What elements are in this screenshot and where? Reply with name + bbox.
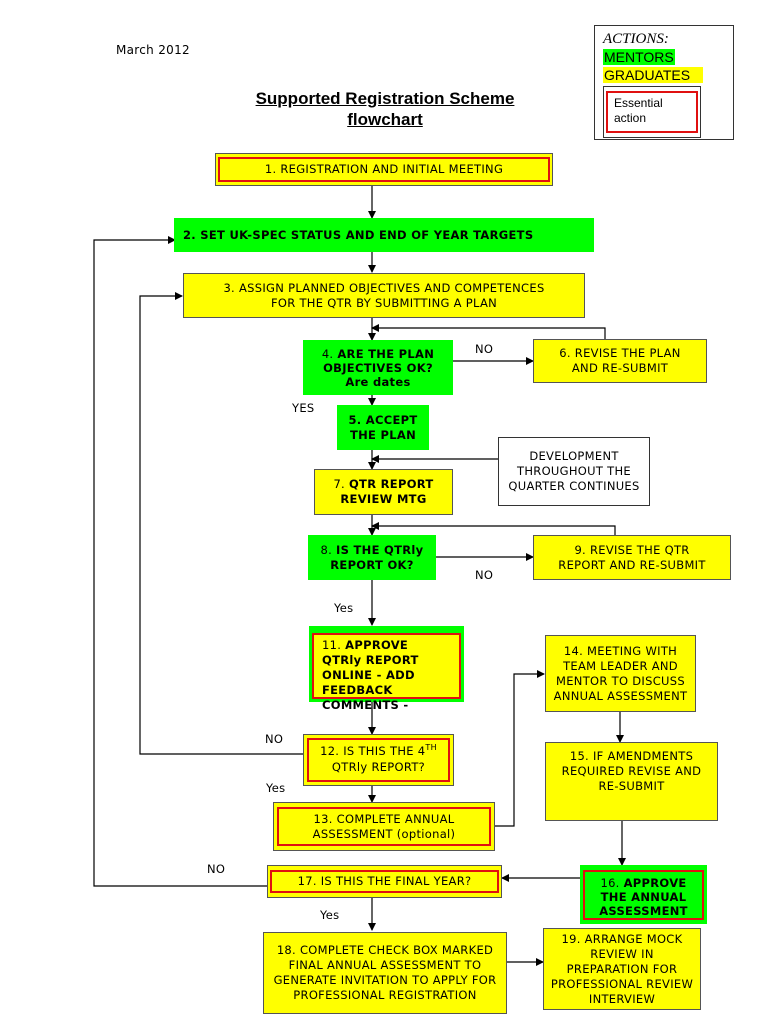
legend-mentors: MENTORS [603,49,675,65]
step-8-qtrly-report-ok-decision: 8. IS THE QTRly REPORT OK? [308,535,436,580]
step-4-line-3: Are dates [345,374,411,389]
step-16-number: 16. [600,876,624,890]
step-6-revise-plan: 6. REVISE THE PLAN AND RE-SUBMIT [533,339,707,383]
edge-label-yes-12: Yes [266,781,286,795]
edge-label-yes-17: Yes [320,908,340,922]
step-18-complete-check-box: 18. COMPLETE CHECK BOX MARKED FINAL ANNU… [263,932,507,1014]
step-11-approve-qtrly-report: 11. APPROVE QTRly REPORT ONLINE - ADD FE… [309,626,464,712]
step-7-title-part-1: QTR REPORT [348,477,434,491]
step-1-label: 1. REGISTRATION AND INITIAL MEETING [264,162,504,176]
step-7-line-2: REVIEW MTG [340,492,427,506]
edge-label-no-12: NO [265,732,284,746]
step-15-revise-if-amendments: 15. IF AMENDMENTS REQUIRED REVISE AND RE… [545,742,718,821]
step-8-line-1: 8. IS THE QTRly [321,543,424,558]
step-4-line-2: OBJECTIVES OK? [323,360,433,375]
step-12-line-1-text: 12. IS THIS THE 4 [320,743,426,758]
step-12-fourth-report-decision: 12. IS THIS THE 4TH QTRly REPORT? [303,734,454,786]
step-17-final-year-decision: 17. IS THIS THE FINAL YEAR? [267,865,502,898]
step-5-line-2: THE PLAN [349,427,416,442]
step-14-label: 14. MEETING WITH TEAM LEADER AND MENTOR … [553,643,688,703]
date-label: March 2012 [116,43,190,57]
step-4-question-part-1: ARE THE PLAN [337,346,435,361]
edge-label-yes-4: YES [292,401,315,415]
edge-17-2 [93,236,268,887]
legend-graduates: GRADUATES [603,67,703,83]
step-19-arrange-mock-review: 19. ARRANGE MOCK REVIEW IN PREPARATION F… [543,928,701,1010]
step-11-essential-frame: 11. APPROVE QTRly REPORT ONLINE - ADD FE… [312,633,461,712]
step-5-line-1: 5. ACCEPT [348,412,418,427]
step-11-number: 11. [322,638,346,652]
step-6-line-2: AND RE-SUBMIT [571,361,669,375]
step-9-line-2: REPORT AND RE-SUBMIT [558,557,706,572]
step-4-plan-ok-decision: 4. ARE THE PLAN OBJECTIVES OK? Are dates [303,340,453,395]
development-note: DEVELOPMENT THROUGHOUT THE QUARTER CONTI… [498,437,650,506]
legend: ACTIONS: MENTORS GRADUATES Essential act… [594,25,734,140]
step-2-set-status: 2. SET UK-SPEC STATUS AND END OF YEAR TA… [174,218,594,252]
step-16-label: APPROVE THE ANNUAL ASSESSMENT [599,876,688,918]
step-3-line-1: 3. ASSIGN PLANNED OBJECTIVES AND COMPETE… [223,280,545,295]
edge-label-yes-8: Yes [334,601,354,615]
step-5-accept-plan: 5. ACCEPT THE PLAN [337,405,429,450]
development-label: DEVELOPMENT THROUGHOUT THE QUARTER CONTI… [508,449,640,493]
step-4-number: 4. [321,346,338,361]
step-7-qtr-review-meeting: 7. QTR REPORT REVIEW MTG [314,469,453,515]
edge-13-14 [494,670,545,827]
edge-12-3 [139,292,303,755]
legend-essential-frame: Essential action [603,86,701,138]
step-8-line-2: REPORT OK? [330,557,414,572]
edge-6-loop [371,324,606,339]
step-4-line-1: 4. ARE THE PLAN [322,347,434,361]
step-7-number: 7. [333,477,349,491]
step-17-label: 17. IS THIS THE FINAL YEAR? [297,874,472,888]
title-line-1: Supported Registration Scheme [255,89,515,108]
step-8-number: 8. [320,542,337,557]
step-8-question-part-1: IS THE QTRly [336,542,424,557]
edge-label-no-17: NO [207,862,226,876]
step-12-line-1: 12. IS THIS THE 4TH [304,740,453,759]
step-13-label: 13. COMPLETE ANNUAL ASSESSMENT (optional… [312,811,456,841]
edge-9-loop [371,522,616,535]
step-16-approve-annual-assessment: 16. APPROVE THE ANNUAL ASSESSMENT [580,865,707,924]
step-2-label: 2. SET UK-SPEC STATUS AND END OF YEAR TA… [183,227,534,242]
step-11-label: APPROVE QTRly REPORT ONLINE - ADD FEEDBA… [322,638,419,712]
step-9-revise-qtr-report: 9. REVISE THE QTR REPORT AND RE-SUBMIT [533,535,731,580]
step-15-label: 15. IF AMENDMENTS REQUIRED REVISE AND RE… [561,749,702,793]
step-18-label: 18. COMPLETE CHECK BOX MARKED FINAL ANNU… [273,943,497,1002]
step-19-label: 19. ARRANGE MOCK REVIEW IN PREPARATION F… [550,931,694,1006]
step-14-meeting-team-leader: 14. MEETING WITH TEAM LEADER AND MENTOR … [545,635,696,712]
step-1-registration: 1. REGISTRATION AND INITIAL MEETING [215,153,553,186]
legend-heading: ACTIONS: [603,31,669,47]
step-12-superscript: TH [425,743,437,752]
step-13-complete-annual-assessment: 13. COMPLETE ANNUAL ASSESSMENT (optional… [273,802,495,851]
step-7-line-1: 7. QTR REPORT [333,477,433,492]
step-12-line-2: QTRly REPORT? [331,759,426,774]
step-6-line-1: 6. REVISE THE PLAN [559,346,681,360]
edge-label-no-4: NO [475,342,494,356]
edge-label-no-8: NO [475,568,494,582]
legend-essential: Essential action [606,91,698,133]
step-12-text: 12. IS THIS THE 4TH QTRly REPORT? [304,740,453,775]
step-9-line-1: 9. REVISE THE QTR [574,542,690,557]
step-16-essential-frame: 16. APPROVE THE ANNUAL ASSESSMENT [583,870,704,920]
step-3-assign-objectives: 3. ASSIGN PLANNED OBJECTIVES AND COMPETE… [183,273,585,318]
step-3-line-2: FOR THE QTR BY SUBMITTING A PLAN [270,295,498,310]
title-line-2: flowchart [347,110,423,129]
page-title: Supported Registration Scheme flowchart [200,88,570,130]
